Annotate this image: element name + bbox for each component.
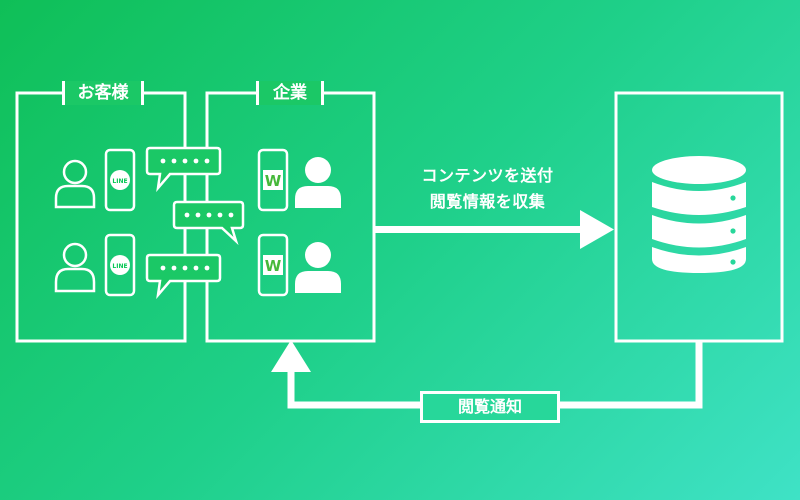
arrow-icon <box>374 210 614 249</box>
user-icon <box>295 157 341 208</box>
user-icon <box>54 159 96 209</box>
smartphone-icon: W <box>257 233 289 297</box>
customer-box <box>15 91 187 343</box>
smartphone-icon: LINE <box>104 148 136 212</box>
user-icon <box>295 242 341 293</box>
chat-bubble-icon <box>145 253 222 300</box>
chat-bubble-icon <box>172 200 245 246</box>
svg-text:LINE: LINE <box>112 263 127 270</box>
chat-bubble-icon <box>145 146 222 193</box>
smartphone-icon: W <box>257 148 289 212</box>
database-icon <box>652 156 746 273</box>
company-box-label: 企業 <box>256 81 324 105</box>
view-notification-label: 閲覧通知 <box>420 391 560 423</box>
user-icon <box>54 242 96 293</box>
svg-text:W: W <box>265 257 282 275</box>
svg-text:LINE: LINE <box>112 178 127 185</box>
customer-box-label: お客様 <box>62 81 144 105</box>
send-content-label: コンテンツを送付 <box>421 166 554 185</box>
line-app-icon: LINE <box>110 255 130 275</box>
collect-info-label: 閲覧情報を収集 <box>429 192 546 211</box>
w-app-icon: W <box>263 170 283 190</box>
smartphone-icon: LINE <box>104 233 136 297</box>
line-app-icon: LINE <box>110 170 130 190</box>
database-box <box>614 91 784 343</box>
w-app-icon: W <box>263 255 283 275</box>
svg-text:W: W <box>265 172 282 190</box>
